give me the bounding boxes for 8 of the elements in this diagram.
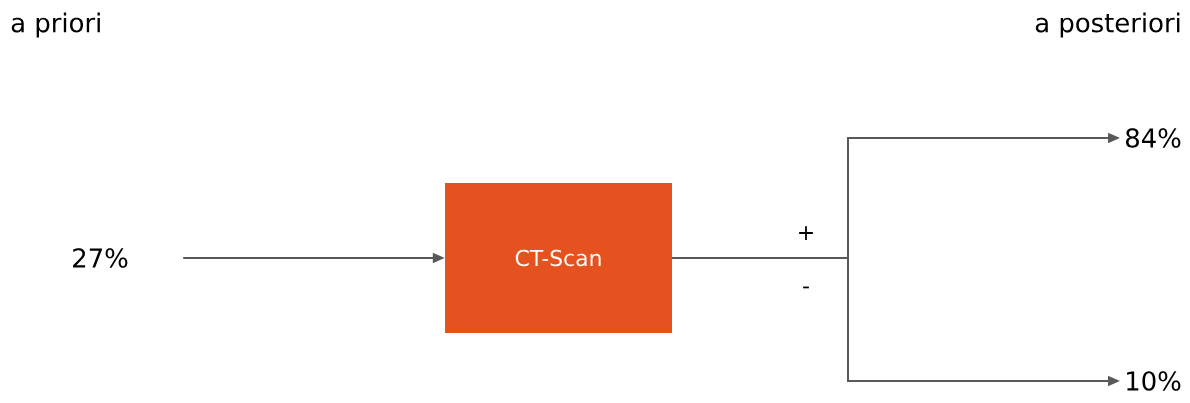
edge-label: - xyxy=(801,285,811,295)
value-text: 27% xyxy=(73,248,128,268)
heading: a posteriori xyxy=(1035,12,1180,38)
value-text: 84% xyxy=(1126,128,1181,148)
value-text: 10% xyxy=(1127,371,1181,391)
heading: a priori xyxy=(11,12,100,38)
edge-label: + xyxy=(795,225,817,241)
process-box: CT-Scan xyxy=(445,183,672,333)
